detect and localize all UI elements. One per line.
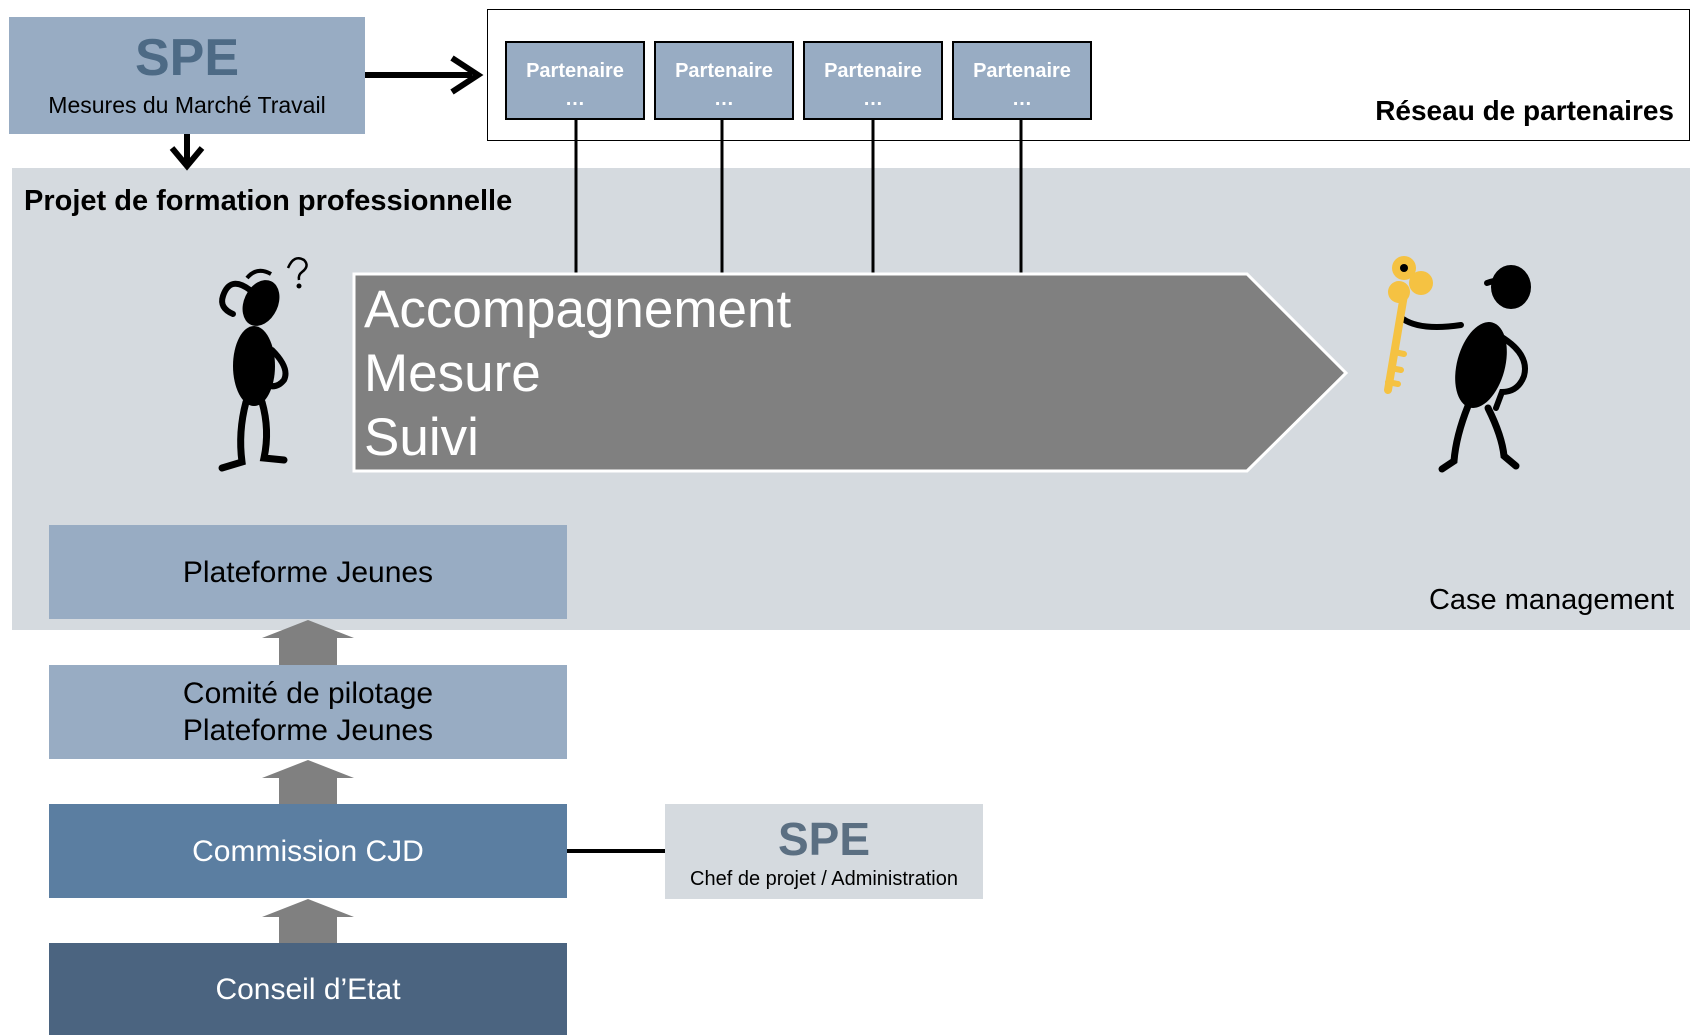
spe-bottom-subtitle: Chef de projet / Administration (690, 868, 958, 890)
arrow-to-project (169, 134, 205, 171)
case-management-label: Case management (1428, 584, 1674, 616)
process-step-measure: Mesure (364, 344, 541, 403)
committee-label-line2: Plateforme Jeunes (182, 714, 434, 747)
partner-box-4: Partenaire … (952, 41, 1092, 120)
confused-person-icon (218, 257, 308, 472)
spe-title: SPE (134, 29, 240, 87)
commission-label: Commission CJD (192, 834, 424, 868)
spe-subtitle: Mesures du Marché Travail (48, 92, 326, 118)
key-icon (1384, 256, 1433, 394)
process-steps: Accompagnement Mesure Suivi (364, 278, 791, 470)
person-with-key-icon (1400, 265, 1531, 473)
spe-project-lead-box: SPE Chef de projet / Administration (665, 804, 983, 899)
process-step-follow-up: Suivi (364, 408, 479, 467)
committee-label-line1: Comité de pilotage (182, 677, 434, 710)
conseil-etat-box: Conseil d’Etat (49, 943, 567, 1035)
plateforme-jeunes-box: Plateforme Jeunes (49, 525, 567, 619)
commission-cjd-box: Commission CJD (49, 804, 567, 898)
partner-box-2: Partenaire … (654, 41, 794, 120)
spe-bottom-title: SPE (777, 813, 871, 865)
partner-box-3: Partenaire … (803, 41, 943, 120)
partner-ellipsis: … (714, 88, 734, 110)
partner-ellipsis: … (863, 88, 883, 110)
network-title: Réseau de partenaires (1375, 95, 1674, 126)
conseil-label: Conseil d’Etat (215, 972, 401, 1006)
plateforme-label: Plateforme Jeunes (182, 555, 434, 589)
partner-label: Partenaire (675, 60, 773, 82)
project-title: Projet de formation professionnelle (24, 185, 513, 217)
partner-label: Partenaire (526, 60, 624, 82)
arrow-to-partners (365, 55, 484, 95)
up-arrow-3 (262, 899, 354, 943)
up-arrow-1 (262, 620, 354, 665)
partner-label: Partenaire (824, 60, 922, 82)
partner-ellipsis: … (565, 88, 585, 110)
spe-measures-box: SPE Mesures du Marché Travail (9, 17, 365, 134)
process-arrow-shape (352, 272, 1349, 473)
partner-ellipsis: … (1012, 88, 1032, 110)
process-step-accompaniment: Accompagnement (364, 280, 792, 339)
partner-box-1: Partenaire … (505, 41, 645, 120)
partner-label: Partenaire (973, 60, 1071, 82)
steering-committee-box: Comité de pilotage Plateforme Jeunes (49, 665, 567, 759)
up-arrow-2 (262, 760, 354, 804)
